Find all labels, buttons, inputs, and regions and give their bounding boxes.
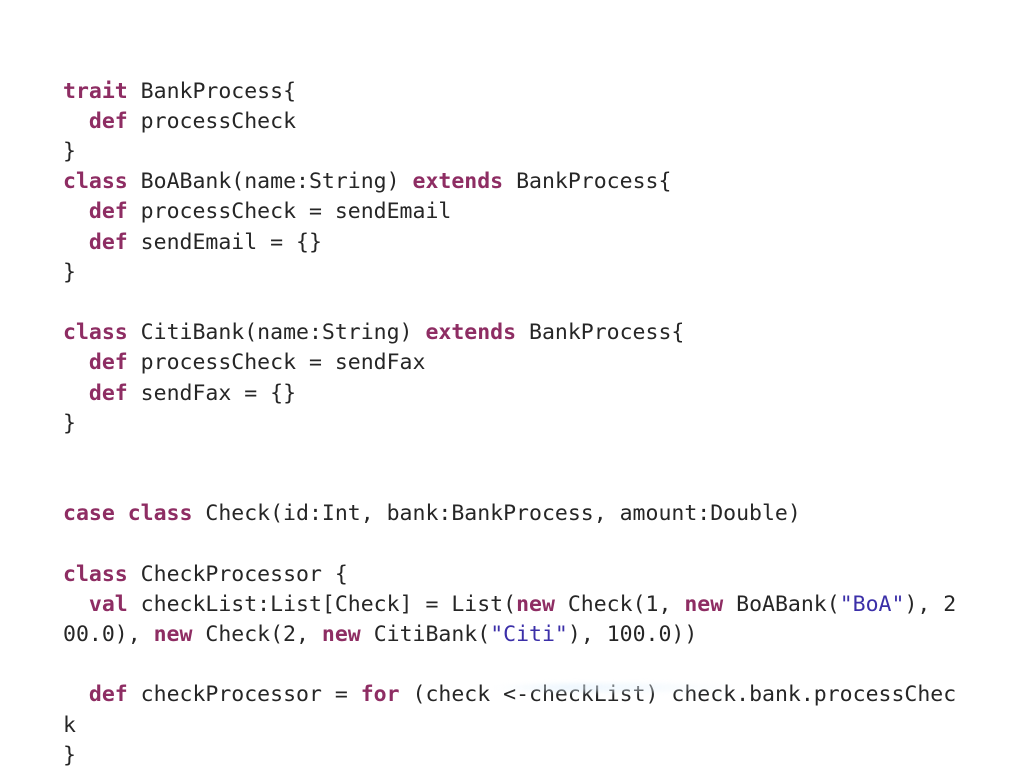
code-text: } xyxy=(63,260,76,285)
code-keyword: new xyxy=(516,592,555,617)
code-line: } xyxy=(63,741,963,771)
code-keyword: extends xyxy=(425,320,516,345)
code-line: class CheckProcessor { xyxy=(63,560,963,590)
code-text xyxy=(63,381,89,406)
code-blank-line xyxy=(63,469,963,499)
code-text: processCheck xyxy=(128,109,296,134)
code-keyword: class xyxy=(63,320,128,345)
code-keyword: class xyxy=(63,562,128,587)
code-line: def sendFax = {} xyxy=(63,379,963,409)
code-blank-line xyxy=(63,650,963,680)
code-text xyxy=(63,592,89,617)
code-keyword: trait xyxy=(63,79,128,104)
code-keyword: def xyxy=(89,682,128,707)
code-text: BoABank( xyxy=(723,592,840,617)
code-line: class BoABank(name:String) extends BankP… xyxy=(63,167,963,197)
code-text: ), 100.0)) xyxy=(568,622,697,647)
code-text: Check(1, xyxy=(555,592,684,617)
code-line: def processCheck xyxy=(63,107,963,137)
code-text xyxy=(63,350,89,375)
code-line: def processCheck = sendFax xyxy=(63,348,963,378)
code-line: case class Check(id:Int, bank:BankProces… xyxy=(63,499,963,529)
code-text: CitiBank(name:String) xyxy=(128,320,426,345)
code-text: Check(id:Int, bank:BankProcess, amount:D… xyxy=(192,501,800,526)
code-text: } xyxy=(63,139,76,164)
code-keyword: new xyxy=(154,622,193,647)
code-text: processCheck = sendFax xyxy=(128,350,426,375)
code-line: trait BankProcess{ xyxy=(63,77,963,107)
code-text: processCheck = sendEmail xyxy=(128,199,452,224)
code-text xyxy=(63,109,89,134)
code-keyword: def xyxy=(89,199,128,224)
code-text xyxy=(63,230,89,255)
scala-code-block: trait BankProcess{ def processCheck} clas… xyxy=(63,77,963,771)
code-text: CheckProcessor { xyxy=(128,562,348,587)
code-line: } xyxy=(63,409,963,439)
code-text xyxy=(63,682,89,707)
code-keyword: def xyxy=(89,230,128,255)
code-string-literal: "Citi" xyxy=(490,622,568,647)
code-text: sendFax = {} xyxy=(128,381,296,406)
code-line: def checkProcessor = for (check <-checkL… xyxy=(63,680,963,740)
code-blank-line xyxy=(63,439,963,469)
code-text: BankProcess{ xyxy=(503,169,671,194)
code-text: Check(2, xyxy=(192,622,321,647)
code-line: class CitiBank(name:String) extends Bank… xyxy=(63,318,963,348)
code-keyword: case class xyxy=(63,501,192,526)
code-text: } xyxy=(63,411,76,436)
code-keyword: val xyxy=(89,592,128,617)
code-text: BoABank(name:String) xyxy=(128,169,413,194)
code-keyword: new xyxy=(322,622,361,647)
code-keyword: def xyxy=(89,350,128,375)
code-keyword: extends xyxy=(413,169,504,194)
code-keyword: def xyxy=(89,381,128,406)
code-text: checkProcessor = xyxy=(128,682,361,707)
code-text: BankProcess{ xyxy=(516,320,684,345)
code-text: } xyxy=(63,743,76,768)
code-keyword: class xyxy=(63,169,128,194)
code-keyword: for xyxy=(361,682,400,707)
code-line: def processCheck = sendEmail xyxy=(63,197,963,227)
code-text: CitiBank( xyxy=(361,622,490,647)
code-text: checkList:List[Check] = List( xyxy=(128,592,516,617)
code-blank-line xyxy=(63,530,963,560)
code-text: sendEmail = {} xyxy=(128,230,322,255)
code-keyword: def xyxy=(89,109,128,134)
code-blank-line xyxy=(63,288,963,318)
code-string-literal: "BoA" xyxy=(840,592,905,617)
code-line: } xyxy=(63,258,963,288)
code-line: val checkList:List[Check] = List(new Che… xyxy=(63,590,963,650)
code-keyword: new xyxy=(684,592,723,617)
code-text: BankProcess{ xyxy=(128,79,296,104)
code-text xyxy=(63,199,89,224)
code-line: } xyxy=(63,137,963,167)
code-line: def sendEmail = {} xyxy=(63,228,963,258)
